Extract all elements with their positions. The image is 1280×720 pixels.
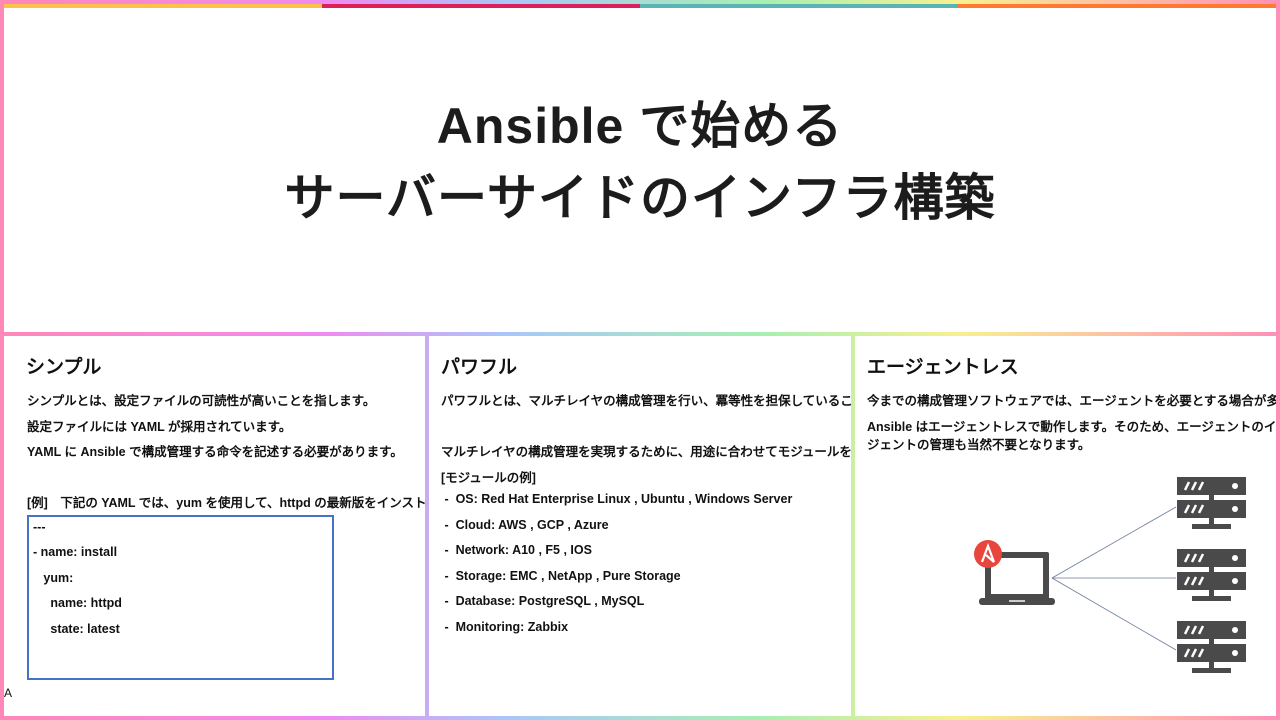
panel-agentless: エージェントレス 今までの構成管理ソフトウェアでは、エージェントを必要とする場合… [855, 336, 1276, 716]
text-line: [モジュールの例] [441, 471, 536, 485]
panel-heading: エージェントレス [867, 357, 1019, 378]
panel-simple: シンプル シンプルとは、設定ファイルの可読性が高いことを指します。 設定ファイル… [4, 336, 425, 716]
panel-powerful: パワフル パワフルとは、マルチレイヤの構成管理を行い、冪等性を担保していることを… [429, 336, 851, 716]
module-item: - Monitoring: Zabbix [441, 620, 569, 634]
connection-lines [1051, 506, 1177, 651]
panel-heading: シンプル [26, 357, 102, 378]
server-icon [1177, 477, 1246, 529]
code-line: name: httpd [33, 596, 122, 610]
accent-bar [4, 4, 1276, 8]
ansible-logo-icon [974, 540, 1002, 568]
module-item: - OS: Red Hat Enterprise Linux , Ubuntu … [441, 492, 793, 506]
code-line: - name: install [33, 545, 118, 559]
stray-glyph: A [4, 686, 13, 700]
module-item: - Storage: EMC , NetApp , Pure Storage [441, 569, 681, 583]
panel-heading: パワフル [441, 357, 518, 378]
module-item: - Database: PostgreSQL , MySQL [441, 594, 645, 608]
text-line: パワフルとは、マルチレイヤの構成管理を行い、冪等性を担保していることを指 [441, 394, 851, 408]
code-line: yum: [33, 571, 74, 585]
text-line: Ansible はエージェントレスで動作します。そのため、エージェントのインスト… [867, 420, 1276, 434]
text-line: マルチレイヤの構成管理を実現するために、用途に合わせてモジュールを使用 [441, 445, 851, 459]
title-line-1: Ansible で始める [436, 98, 844, 154]
title-line-2: サーバーサイドのインフラ構築 [284, 170, 996, 226]
text-line: YAML に Ansible で構成管理する命令を記述する必要があります。 [27, 445, 403, 459]
text-line: 今までの構成管理ソフトウェアでは、エージェントを必要とする場合が多かった [867, 394, 1276, 408]
text-line: シンプルとは、設定ファイルの可読性が高いことを指します。 [27, 394, 376, 408]
title-section: Ansible で始める サーバーサイドのインフラ構築 [4, 8, 1276, 332]
server-icon [1177, 549, 1246, 601]
module-item: - Network: A10 , F5 , IOS [441, 543, 592, 557]
code-line: --- [33, 520, 46, 534]
agentless-diagram [974, 477, 1246, 673]
text-line: ジェントの管理も当然不要となります。 [867, 438, 1091, 452]
server-icon [1177, 621, 1246, 673]
module-item: - Cloud: AWS , GCP , Azure [441, 518, 609, 532]
text-line: 設定ファイルには YAML が採用されています。 [27, 420, 292, 434]
text-line: [例] 下記の YAML では、yum を使用して、httpd の最新版をインス… [27, 496, 425, 510]
yaml-code-box: --- - name: install yum: name: httpd sta… [27, 515, 334, 680]
code-line: state: latest [33, 622, 120, 636]
laptop-icon [979, 552, 1055, 605]
